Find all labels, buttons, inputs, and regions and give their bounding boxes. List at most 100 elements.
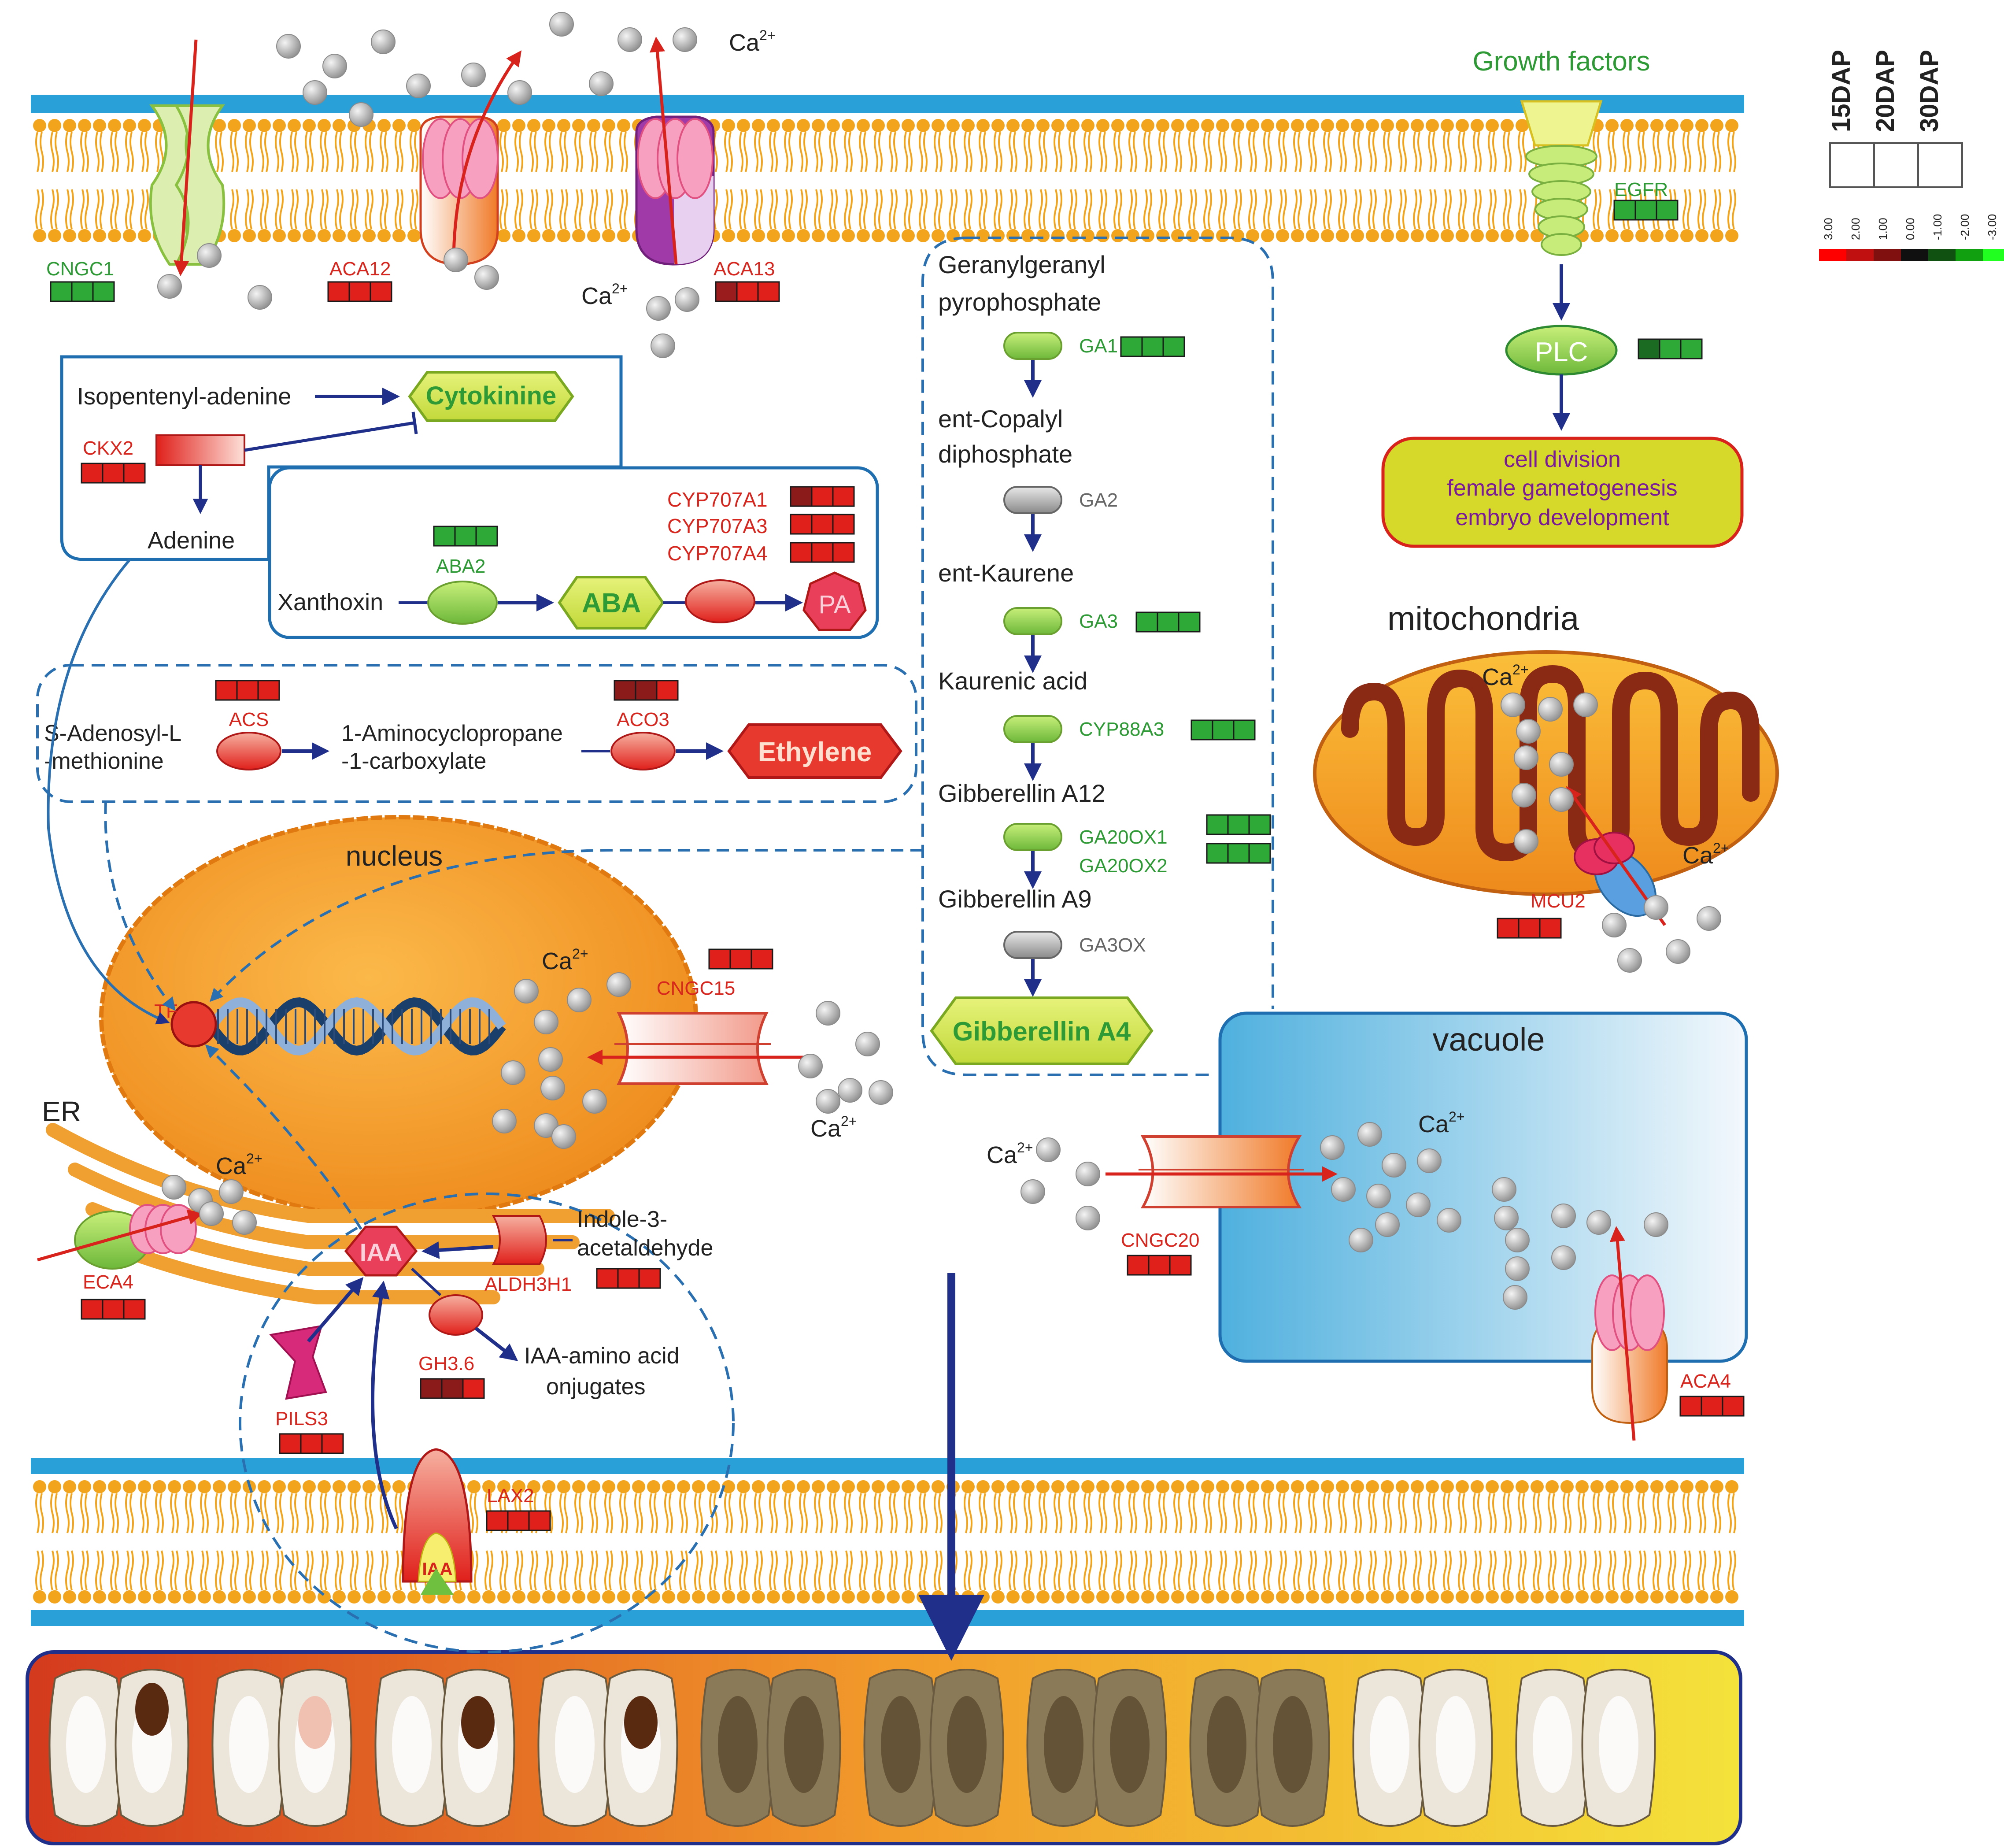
lipid-head [647, 1480, 660, 1493]
calcium-ion [1020, 1179, 1045, 1204]
calcium-ion [538, 1047, 563, 1072]
lipid-head [527, 119, 540, 132]
lax2-transporter [402, 1448, 473, 1583]
lipid-head [318, 1480, 331, 1493]
heatmap-cell [454, 526, 477, 547]
indole-label-line2: acetaldehyde [577, 1235, 713, 1261]
gibberellin-steps: GeranylgeranylpyrophosphateGA1ent-Copaly… [938, 251, 1168, 997]
lipid-tail [1548, 1493, 1557, 1533]
lipid-tail [784, 132, 793, 172]
lipid-head [782, 229, 795, 242]
lipid-tail [1383, 189, 1392, 230]
calcium-ion [1320, 1135, 1345, 1160]
lipid-head [722, 1480, 735, 1493]
pa-label: PA [818, 590, 850, 619]
lipid-tail [1338, 1493, 1347, 1533]
lipid-head [213, 119, 226, 132]
lipid-tail [1488, 189, 1497, 230]
lipid-tail [1518, 189, 1527, 230]
lipid-head [348, 1590, 361, 1604]
calcium-ion [276, 34, 301, 59]
lipid-head [587, 1480, 600, 1493]
lipid-tail [320, 189, 329, 230]
lipid-head [33, 1590, 46, 1604]
calcium-ion [1666, 939, 1690, 964]
lipid-head [1321, 1590, 1334, 1604]
pils3-transporter [269, 1325, 327, 1400]
aca13-label: ACA13 [714, 258, 775, 280]
lipid-head [842, 229, 855, 242]
lipid-tail [1323, 189, 1332, 230]
ga-metabolite-label: Geranylgeranyl [938, 251, 1106, 278]
lipid-head [1036, 119, 1050, 132]
lipid-tail [1143, 1493, 1152, 1533]
lipid-head [1141, 229, 1154, 242]
lipid-tail [1712, 132, 1721, 172]
lipid-tail [1503, 1493, 1512, 1533]
lipid-tail [1488, 132, 1497, 172]
legend-scale-swatch [1819, 249, 1846, 261]
lipid-tail [574, 1493, 583, 1533]
legend-scale-swatch [1901, 249, 1928, 261]
lipid-tail [844, 132, 853, 172]
lipid-head [333, 1480, 346, 1493]
lipid-head [961, 119, 975, 132]
lipid-head [1620, 1590, 1634, 1604]
lipid-tail [1697, 132, 1706, 172]
lipid-head [1695, 229, 1708, 242]
calcium-ion [371, 30, 396, 54]
calcium-label: Ca2+ [810, 1113, 857, 1142]
lipid-tail [664, 1550, 673, 1591]
growth-factor-pathway: Growth factors PLC cell division female … [1381, 46, 1744, 548]
lipid-tail [1263, 189, 1272, 230]
lipid-head [1351, 1480, 1364, 1493]
lipid-tail [1638, 1493, 1646, 1533]
lipid-tail [874, 132, 883, 172]
lipid-head [1006, 1480, 1020, 1493]
calcium-ion [651, 333, 675, 358]
lipid-tail [709, 1550, 718, 1591]
lipid-tail [350, 1550, 359, 1591]
lipid-head [78, 229, 91, 242]
lipid-tail [574, 189, 583, 230]
isopentenyl-adenine-label: Isopentenyl-adenine [77, 383, 291, 410]
lipid-head [617, 229, 630, 242]
lipid-tail [724, 1550, 733, 1591]
lipid-head [842, 119, 855, 132]
lipid-tail [1443, 1493, 1452, 1533]
lipid-tail [769, 132, 778, 172]
lipid-head [407, 119, 421, 132]
lipid-tail [754, 132, 763, 172]
lipid-tail [1069, 1550, 1077, 1591]
lipid-tail [994, 1493, 1002, 1533]
lipid-tail [1128, 189, 1137, 230]
legend-scale-label: 1.00 [1876, 218, 1889, 240]
lipid-tail [1039, 1550, 1047, 1591]
lipid-head [1171, 1590, 1184, 1604]
lipid-tail [50, 1493, 59, 1533]
calcium-label: Ca2+ [1682, 840, 1729, 869]
lipid-tail [964, 1550, 972, 1591]
lipid-tail [934, 132, 943, 172]
lipid-head [108, 119, 121, 132]
ga-enzyme-pill [1003, 931, 1062, 959]
growth-factors-title: Growth factors [1472, 46, 1650, 77]
legend-scale-label: 2.00 [1849, 218, 1862, 240]
lipid-head [1156, 1480, 1169, 1493]
lipid-tail [125, 189, 134, 230]
lipid-tail [589, 132, 598, 172]
lipid-head [797, 229, 810, 242]
lipid-tail [1203, 132, 1212, 172]
lipid-head [392, 119, 406, 132]
heatmap-cell [507, 1510, 530, 1531]
calcium-ion [1551, 1245, 1576, 1270]
heatmap-cell [1233, 719, 1256, 741]
heatmap-cell [656, 680, 679, 701]
lipid-tail [110, 1550, 119, 1591]
lipid-head [33, 119, 46, 132]
lipid-tail [215, 132, 224, 172]
lipid-head [1051, 1480, 1065, 1493]
cngc20-label: CNGC20 [1121, 1230, 1200, 1251]
